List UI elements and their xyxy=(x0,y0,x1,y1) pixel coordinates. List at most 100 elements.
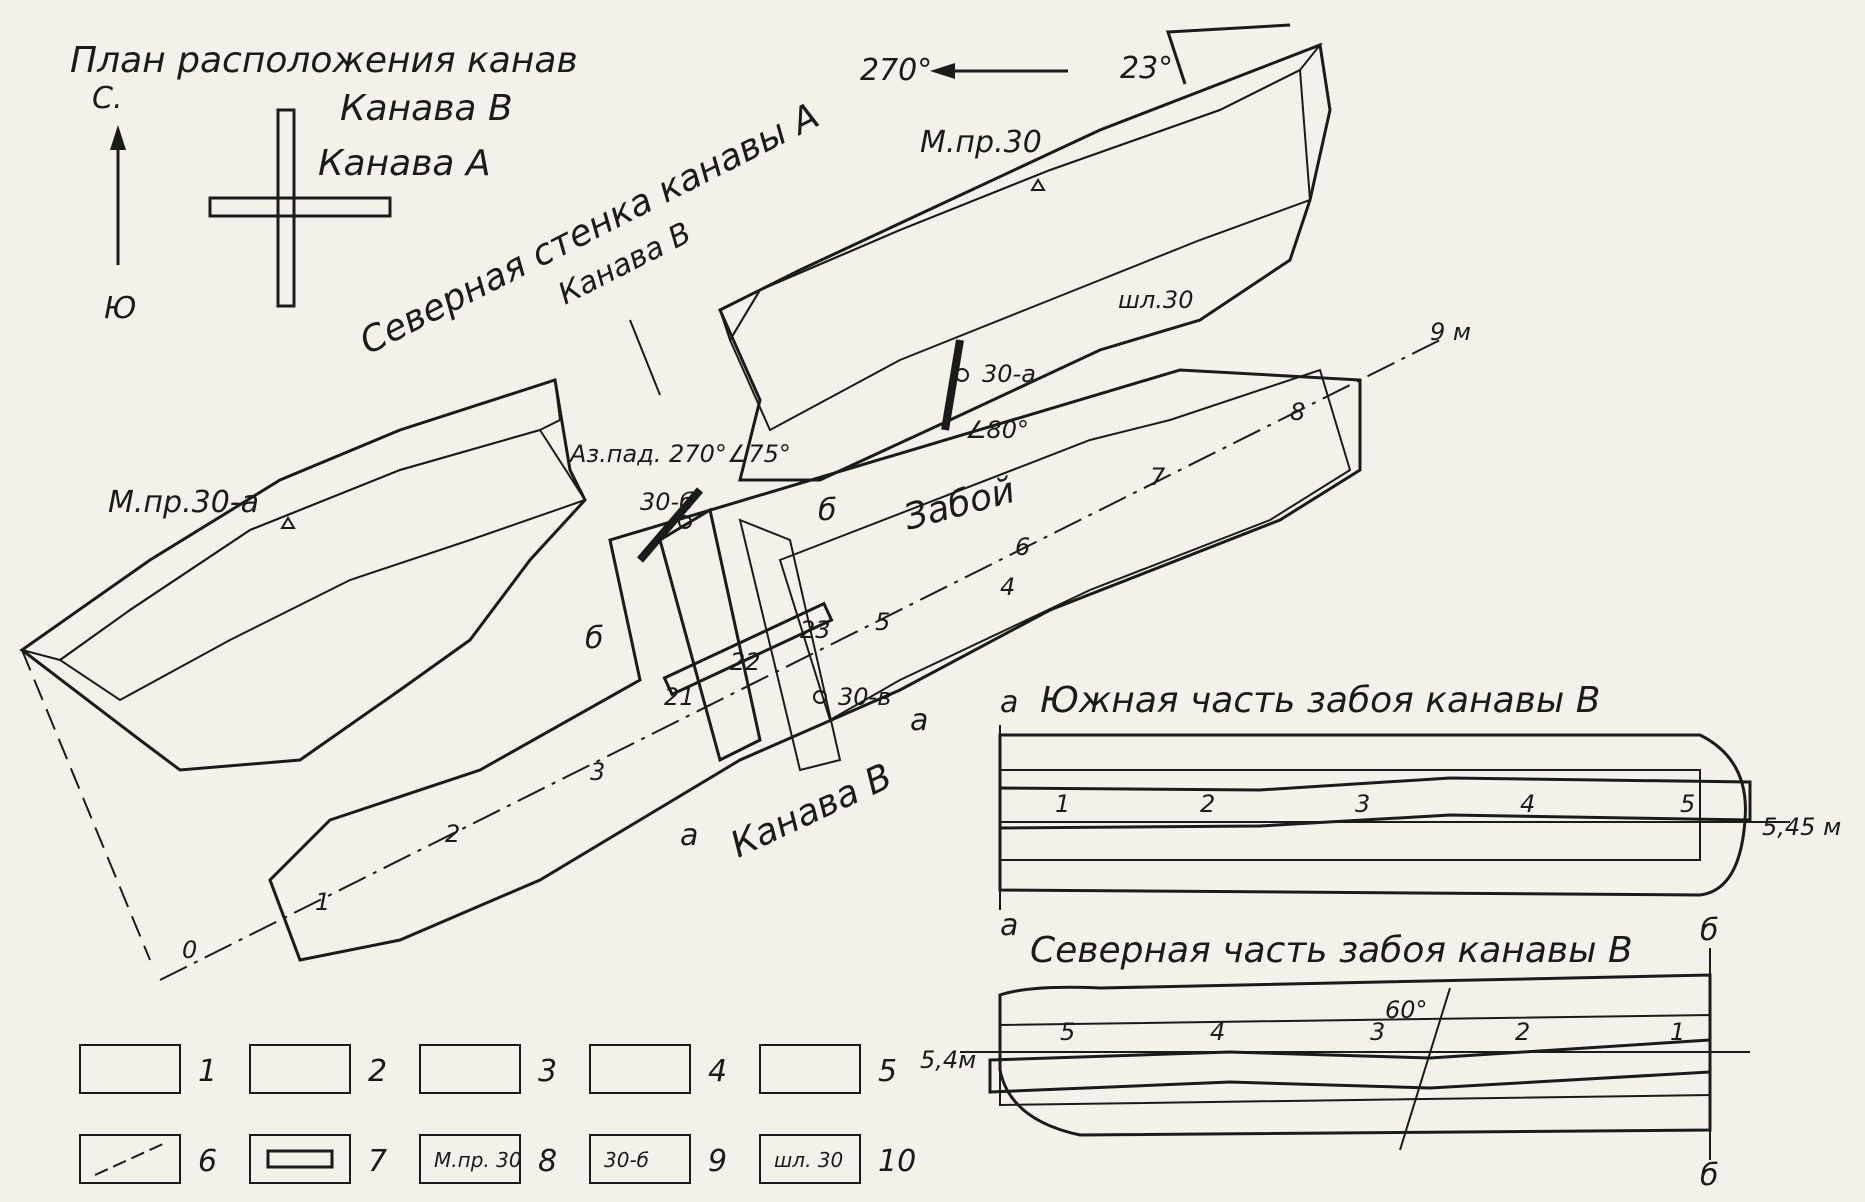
axis-tick-4: 4 xyxy=(1000,573,1015,601)
legend-num-2: 2 xyxy=(368,1054,387,1089)
south-mark-1: 1 xyxy=(1055,790,1070,818)
axis-tick-3: 3 xyxy=(590,758,605,786)
axis-tick-2: 2 xyxy=(445,820,460,848)
sample-mpr30a: М.пр.30-а xyxy=(108,485,259,520)
legend-item-7: 7 xyxy=(249,1134,387,1184)
south-mark-3: 3 xyxy=(1355,790,1370,818)
axis-line xyxy=(159,339,1441,981)
legend-swatch-1 xyxy=(79,1044,181,1094)
axis-tick-6: 6 xyxy=(1015,533,1030,561)
south-face-panel: а Южная часть забоя канавы В 5,45 м а 1 2… xyxy=(998,680,1841,943)
axis-tick-5: 5 xyxy=(875,608,890,636)
north-mark-2: 2 xyxy=(1515,1018,1530,1046)
south-label: Ю xyxy=(104,291,136,326)
legend-item-6: 6 xyxy=(79,1134,217,1184)
plan-trench-a: Канава А xyxy=(318,143,491,184)
north-vein xyxy=(988,1038,1712,1094)
sample-30b: 30-б xyxy=(640,488,694,516)
north-arrow-head xyxy=(110,125,126,150)
legend-swatch-2 xyxy=(249,1044,351,1094)
north-wall-right xyxy=(718,42,1332,482)
channel-22: 22 xyxy=(730,648,761,676)
north-corner-b: б xyxy=(1700,913,1719,948)
north-label: С. xyxy=(92,81,122,116)
distance-end: 9 м xyxy=(1430,318,1471,346)
south-corner-a-bottom: а xyxy=(1000,908,1018,943)
legend-item-4: 4 xyxy=(589,1044,727,1094)
legend-symbol-10: шл. 30 xyxy=(774,1148,843,1172)
thin-section-label: шл.30 xyxy=(1118,286,1193,314)
section-b-top: б xyxy=(818,493,837,528)
north-wall-left xyxy=(19,378,587,772)
azimuth-dip: Аз.пад. 270°∠75° xyxy=(568,440,791,468)
legend-num-1: 1 xyxy=(198,1054,217,1089)
north-mark-5: 5 xyxy=(1060,1018,1075,1046)
sample-30v: 30-в xyxy=(838,683,891,711)
trench-b-label: Канава В xyxy=(724,756,898,866)
south-mark-2: 2 xyxy=(1200,790,1215,818)
legend-swatch-3 xyxy=(419,1044,521,1094)
north-face-title: Северная часть забоя канавы В xyxy=(1030,930,1633,971)
legend-num-3: 3 xyxy=(538,1054,557,1089)
sample-mpr30: М.пр.30 xyxy=(920,125,1042,160)
sample-30a: 30-а xyxy=(982,360,1036,388)
plan-trench-b: Канава В xyxy=(340,88,513,129)
channel-23: 23 xyxy=(800,616,831,644)
north-mark-4: 4 xyxy=(1210,1018,1225,1046)
legend-symbol-8: М.пр. 30 xyxy=(434,1148,522,1172)
legend-swatch-7 xyxy=(249,1134,351,1184)
north-angle: 60° xyxy=(1385,996,1428,1024)
legend-num-7: 7 xyxy=(368,1144,387,1179)
legend-item-10: шл. 30 10 xyxy=(759,1134,916,1184)
legend-swatch-4 xyxy=(589,1044,691,1094)
legend-item-3: 3 xyxy=(419,1044,557,1094)
legend-num-9: 9 xyxy=(708,1144,727,1179)
north-mark-3: 3 xyxy=(1370,1018,1385,1046)
channel-21: 21 xyxy=(664,683,695,711)
face-label: Забой xyxy=(900,470,1020,539)
legend-swatch-6 xyxy=(79,1134,181,1184)
north-mark-1: 1 xyxy=(1670,1018,1685,1046)
legend-item-2: 2 xyxy=(249,1044,387,1094)
legend-item-5: 5 xyxy=(759,1044,897,1094)
legend-symbol-9: 30-б xyxy=(604,1148,649,1172)
trench-a-plan xyxy=(208,196,392,218)
south-face-title: Южная часть забоя канавы В xyxy=(1040,680,1600,721)
south-mark-4: 4 xyxy=(1520,790,1535,818)
plan-sketch: План расположения канав С. Ю Канава В Ка… xyxy=(70,40,578,326)
south-length: 5,45 м xyxy=(1762,813,1841,841)
azimuth-label: 270° xyxy=(860,53,932,88)
north-marks: 5 4 3 2 1 xyxy=(1060,1018,1685,1046)
trench-b-plan xyxy=(276,108,296,308)
trench-b-floor xyxy=(21,339,1441,981)
legend-swatch-8 xyxy=(419,1134,521,1184)
fault-line xyxy=(1399,987,1451,1151)
legend-swatch-10 xyxy=(759,1134,861,1184)
main-labels: Северная стенка канавы А Канава В М.пр.3… xyxy=(108,95,1471,964)
south-vein xyxy=(998,776,1752,830)
plan-title: План расположения канав xyxy=(70,40,578,81)
legend-num-10: 10 xyxy=(878,1144,916,1179)
north-face-panel: Северная часть забоя канавы В б 5,4м 60°… xyxy=(920,913,1750,1193)
axis-tick-7: 7 xyxy=(1150,463,1166,491)
north-corner-b-bottom: б xyxy=(1700,1158,1719,1193)
legend-num-4: 4 xyxy=(708,1054,727,1089)
axis-tick-8: 8 xyxy=(1290,398,1305,426)
south-corner-a: а xyxy=(1000,685,1018,720)
axis-tick-1: 1 xyxy=(315,888,330,916)
legend-item-9: 30-б 9 xyxy=(589,1134,727,1184)
north-length: 5,4м xyxy=(920,1046,976,1074)
zero-mark: 0 xyxy=(182,936,197,964)
section-a-bottom: а xyxy=(680,818,698,853)
section-b-bottom: б xyxy=(585,621,604,656)
dip-angle: ∠80° xyxy=(965,416,1029,444)
section-a-top: а xyxy=(910,703,928,738)
legend-swatch-9 xyxy=(589,1134,691,1184)
legend-item-1: 1 xyxy=(79,1044,217,1094)
slope-angle xyxy=(1165,23,1291,85)
